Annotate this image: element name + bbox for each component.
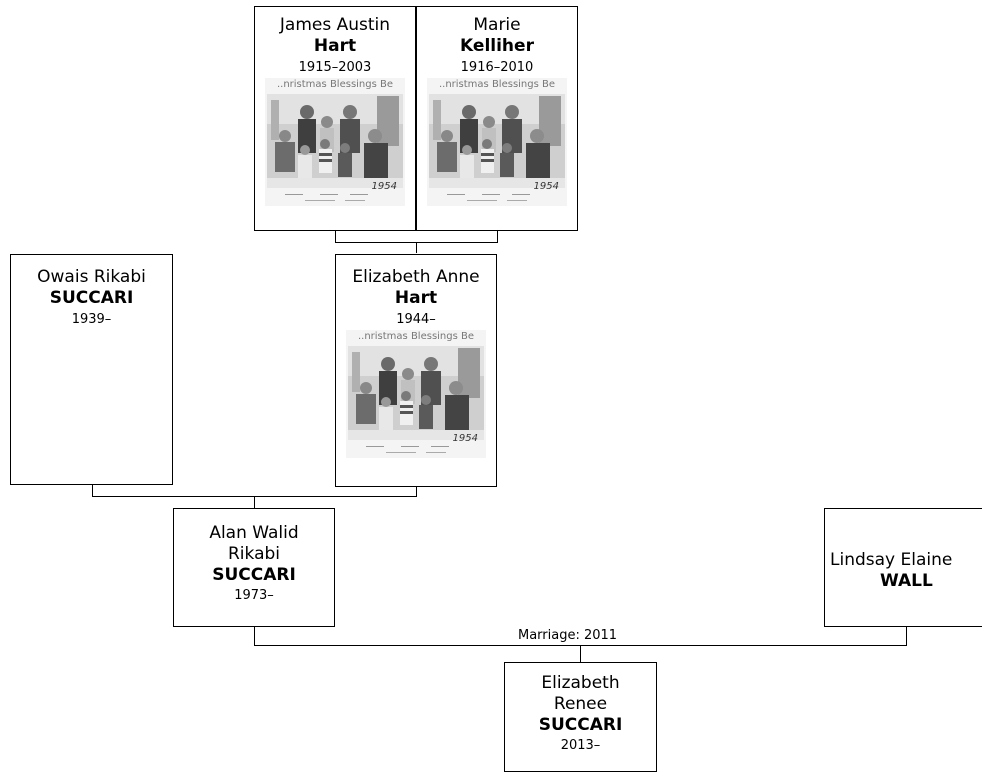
surname: Kelliher	[460, 36, 534, 56]
life-years: 1915–2003	[298, 60, 372, 75]
person-card-james-austin-hart[interactable]: James Austin Hart 1915–2003 ..nristmas B…	[254, 6, 416, 231]
person-card-lindsay-elaine-wall[interactable]: Lindsay Elaine WALL	[824, 508, 982, 627]
connector-line	[906, 626, 907, 645]
connector-line	[416, 242, 417, 253]
person-card-marie-kelliher[interactable]: Marie Kelliher 1916–2010 ..nristmas Bles…	[416, 6, 578, 231]
life-years: 1973–	[234, 588, 274, 603]
connector-line	[580, 645, 581, 663]
connector-line	[92, 484, 93, 496]
person-photo: ..nristmas Blessings Be 1954	[427, 78, 567, 206]
surname: SUCCARI	[538, 715, 623, 735]
connector-line	[335, 230, 336, 242]
given-name-line-1: Elizabeth	[541, 673, 620, 693]
photo-year: 1954	[452, 433, 478, 444]
connector-line	[254, 496, 255, 508]
person-card-elizabeth-renee-succari[interactable]: Elizabeth Renee SUCCARI 2013–	[504, 662, 657, 772]
given-name: Elizabeth Anne	[352, 267, 480, 287]
surname: Hart	[394, 288, 438, 308]
surname: SUCCARI	[49, 288, 134, 308]
connector-line	[497, 230, 498, 242]
surname: SUCCARI	[212, 565, 296, 585]
photo-year: 1954	[371, 181, 397, 192]
given-name-line-2: Rikabi	[227, 544, 280, 564]
photo-caption: ..nristmas Blessings Be	[276, 79, 394, 90]
person-card-alan-walid-rikabi-succari[interactable]: Alan Walid Rikabi SUCCARI 1973–	[173, 508, 335, 627]
person-photo: ..nristmas Blessings Be 1954	[346, 330, 486, 458]
given-name-line-2: Renee	[553, 694, 608, 714]
given-name-line-1: Alan Walid	[209, 523, 299, 543]
life-years: 1939–	[71, 312, 112, 327]
connector-line	[254, 626, 255, 645]
photo-caption: ..nristmas Blessings Be	[438, 79, 556, 90]
photo-year: 1954	[533, 181, 559, 192]
marriage-label: Marriage: 2011	[518, 628, 618, 643]
given-name: Owais Rikabi	[37, 267, 146, 287]
surname: Hart	[313, 36, 357, 56]
person-card-owais-rikabi-succari[interactable]: Owais Rikabi SUCCARI 1939–	[10, 254, 173, 485]
photo-caption: ..nristmas Blessings Be	[357, 331, 475, 342]
life-years: 1944–	[396, 312, 436, 327]
surname: WALL	[880, 571, 933, 591]
given-name: Marie	[473, 15, 521, 35]
person-photo: ..nristmas Blessings Be 1954	[265, 78, 405, 206]
given-name: James Austin	[279, 15, 391, 35]
given-name: Lindsay Elaine	[830, 550, 953, 570]
life-years: 1916–2010	[460, 60, 534, 75]
person-card-elizabeth-anne-hart[interactable]: Elizabeth Anne Hart 1944– ..nristmas Ble…	[335, 254, 497, 487]
life-years: 2013–	[560, 738, 601, 753]
connector-line	[416, 486, 417, 496]
